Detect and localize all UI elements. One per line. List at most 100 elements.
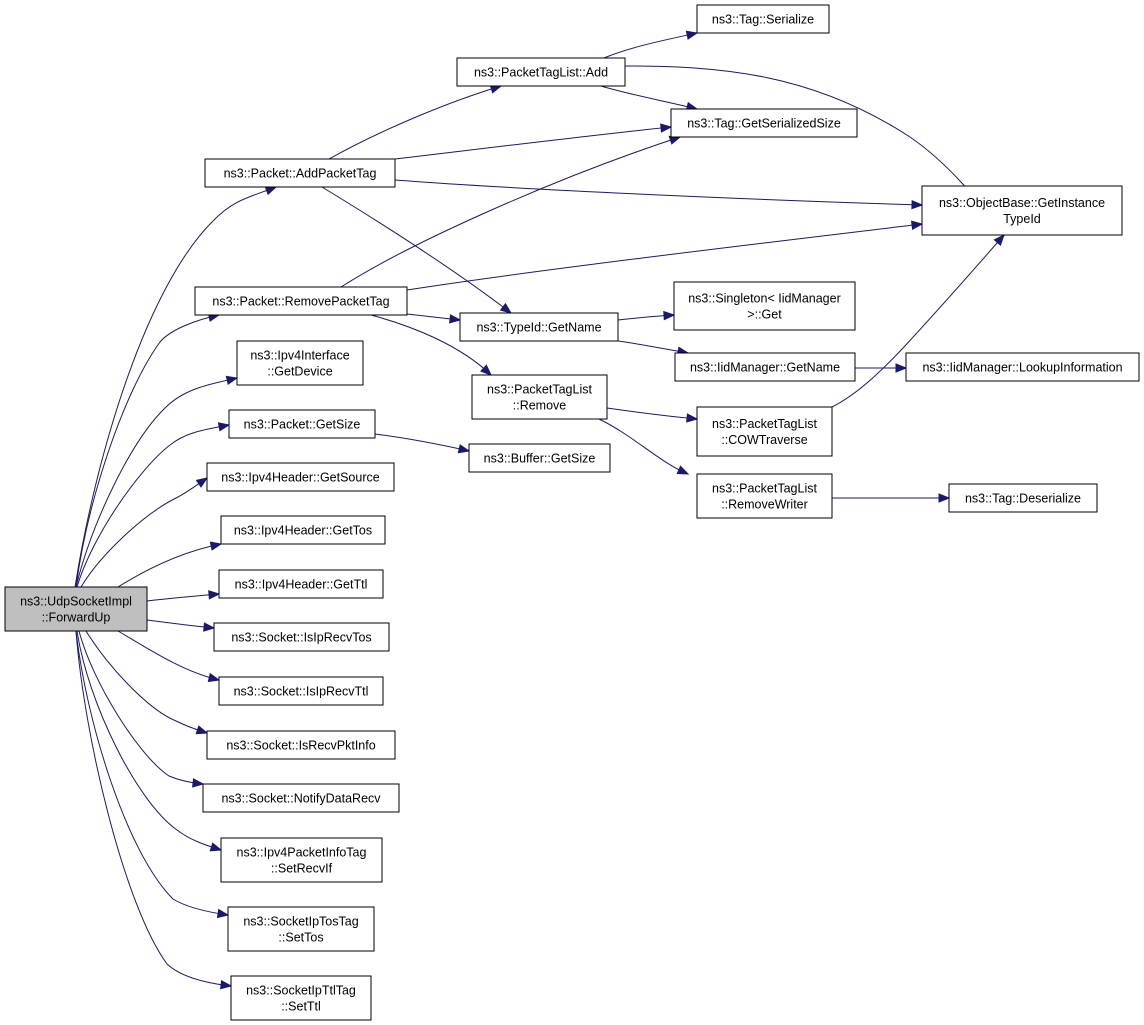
edge-packet_removepackettag-to-packettaglist_remove <box>370 314 492 376</box>
node-label: ::SetTos <box>278 931 323 945</box>
edge-udp_forwardup-to-ipv4interface_getdevice <box>75 375 239 588</box>
node-label: ns3::Ipv4Header::GetTos <box>234 524 372 538</box>
node-box <box>696 406 833 457</box>
arrowhead-icon <box>208 590 221 600</box>
node-label: ns3::Tag::GetSerializedSize <box>687 117 841 131</box>
node-iidmanager-getname[interactable]: ns3::IidManager::GetName <box>674 352 856 382</box>
node-socketipttltag-setttl[interactable]: ns3::SocketIpTtlTag::SetTtl <box>230 975 372 1021</box>
arrowhead-icon <box>911 199 924 210</box>
node-udp-forwardup[interactable]: ns3::UdpSocketImpl::ForwardUp <box>4 586 148 632</box>
arrowhead-icon <box>207 672 221 683</box>
arrowhead-icon <box>192 778 205 788</box>
edge-packettaglist_add-to-tag_serialize <box>603 30 699 59</box>
node-label: ::COWTraverse <box>721 433 807 447</box>
node-ipv4interface-getdevice[interactable]: ns3::Ipv4Interface::GetDevice <box>236 340 364 386</box>
arrowhead-icon <box>993 233 1005 247</box>
node-tag-serialize[interactable]: ns3::Tag::Serialize <box>696 4 830 34</box>
node-box <box>459 312 619 342</box>
edge-packettaglist_cowtraverse-to-objectbase_getinstancetypeid <box>831 233 1005 408</box>
edge-line <box>394 179 923 206</box>
node-label: ns3::Socket::IsIpRecvTtl <box>234 685 369 699</box>
edge-udp_forwardup-to-socketipttltag_setttl <box>75 630 233 990</box>
node-packettaglist-add[interactable]: ns3::PacketTagList::Add <box>456 57 626 87</box>
node-packettaglist-remove[interactable]: ns3::PacketTagList::Remove <box>471 374 608 420</box>
edge-udp_forwardup-to-ipv4header_gettos <box>117 541 223 588</box>
edge-packettaglist_removewriter-to-tag_deserialize <box>832 493 951 503</box>
node-label: ::SetTtl <box>281 1000 321 1014</box>
edge-line <box>75 377 238 588</box>
node-ipv4header-getttl[interactable]: ns3::Ipv4Header::GetTtl <box>218 569 384 599</box>
arrowhead-icon <box>195 477 209 488</box>
node-box <box>468 443 611 473</box>
node-label: ::ForwardUp <box>42 611 111 625</box>
node-label: ns3::SocketIpTtlTag <box>246 984 356 998</box>
node-socketiptostag-settos[interactable]: ns3::SocketIpTosTag::SetTos <box>227 906 375 952</box>
node-box <box>4 586 148 632</box>
node-packet-getsize[interactable]: ns3::Packet::GetSize <box>228 409 376 439</box>
node-label: TypeId <box>1003 212 1041 226</box>
node-packettaglist-removewriter[interactable]: ns3::PacketTagList::RemoveWriter <box>696 473 833 519</box>
node-label: ns3::Tag::Deserialize <box>965 492 1081 506</box>
edge-udp_forwardup-to-packet_removepackettag <box>75 312 221 588</box>
edge-line <box>85 630 208 734</box>
edge-udp_forwardup-to-socket_isrecvpktinfo <box>85 630 209 735</box>
node-singleton-get[interactable]: ns3::Singleton< IidManager >::Get <box>673 281 856 331</box>
node-label: ns3::PacketTagList <box>487 383 592 397</box>
node-socket-isrecvpktinfo[interactable]: ns3::Socket::IsRecvPktInfo <box>206 730 396 760</box>
node-label: ns3::Packet::GetSize <box>244 418 361 432</box>
node-socket-isiprecvttl[interactable]: ns3::Socket::IsIpRecvTtl <box>218 676 384 706</box>
function-nodes: ns3::UdpSocketImpl::ForwardUp ns3::Packet… <box>4 4 1140 1021</box>
edge-packettaglist_add-to-tag_getserializedsize <box>600 85 699 112</box>
node-ipv4header-getsource[interactable]: ns3::Ipv4Header::GetSource <box>206 462 395 492</box>
node-tag-deserialize[interactable]: ns3::Tag::Deserialize <box>948 483 1098 513</box>
node-box <box>218 569 384 599</box>
edge-line <box>831 234 1005 408</box>
edge-line <box>600 85 698 110</box>
node-buffer-getsize[interactable]: ns3::Buffer::GetSize <box>468 443 611 473</box>
edge-iidmanager_getname-to-iidmanager_lookupinformation <box>855 363 908 373</box>
node-box <box>236 340 364 386</box>
node-ipv4packetinfotag-setrecvif[interactable]: ns3::Ipv4PacketInfoTag::SetRecvIf <box>220 837 383 883</box>
node-box <box>206 462 395 492</box>
edge-line <box>394 126 672 160</box>
node-label: ns3::PacketTagList <box>712 482 817 496</box>
node-typeid-getname[interactable]: ns3::TypeId::GetName <box>459 312 619 342</box>
node-packet-removepackettag[interactable]: ns3::Packet::RemovePacketTag <box>194 286 408 316</box>
edge-line <box>617 340 689 354</box>
arrowhead-icon <box>449 314 462 324</box>
edge-line <box>75 314 220 588</box>
node-label: ns3::Socket::IsRecvPktInfo <box>226 739 375 753</box>
edge-line <box>598 418 689 475</box>
edge-line <box>76 630 222 851</box>
edge-udp_forwardup-to-socket_isiprecvtos <box>146 619 216 632</box>
arrowhead-icon <box>911 220 924 230</box>
node-label: ns3::Ipv4Header::GetSource <box>221 471 379 485</box>
node-label: ns3::IidManager::GetName <box>690 361 840 375</box>
arrowhead-icon <box>209 541 223 551</box>
node-box <box>230 975 372 1021</box>
node-label: ns3::IidManager::LookupInformation <box>922 361 1122 375</box>
node-box <box>228 409 376 439</box>
node-box <box>948 483 1098 513</box>
node-label: ns3::PacketTagList::Add <box>474 66 608 80</box>
node-box <box>674 352 856 382</box>
node-tag-getserializedsize[interactable]: ns3::Tag::GetSerializedSize <box>670 108 858 138</box>
node-socket-isiprecvtos[interactable]: ns3::Socket::IsIpRecvTos <box>213 622 390 652</box>
node-packettaglist-cowtraverse[interactable]: ns3::PacketTagList::COWTraverse <box>696 406 833 457</box>
edge-packet_addpackettag-to-typeid_getname <box>321 186 513 314</box>
edge-line <box>374 433 470 452</box>
node-socket-notifydatarecv[interactable]: ns3::Socket::NotifyDataRecv <box>202 783 400 813</box>
arrowhead-icon <box>264 186 278 196</box>
edge-line <box>78 630 204 785</box>
node-box <box>204 158 396 188</box>
edge-packet_addpackettag-to-tag_getserializedsize <box>394 123 673 160</box>
node-label: ::SetRecvIf <box>271 862 333 876</box>
edge-line <box>321 186 512 314</box>
node-ipv4header-gettos[interactable]: ns3::Ipv4Header::GetTos <box>220 515 386 545</box>
edge-udp_forwardup-to-ipv4header_getsource <box>80 477 209 588</box>
node-packet-addpackettag[interactable]: ns3::Packet::AddPacketTag <box>204 158 396 188</box>
edge-line <box>406 223 923 291</box>
node-iidmanager-lookupinformation[interactable]: ns3::IidManager::LookupInformation <box>905 352 1140 382</box>
node-label: ns3::SocketIpTosTag <box>243 915 358 929</box>
